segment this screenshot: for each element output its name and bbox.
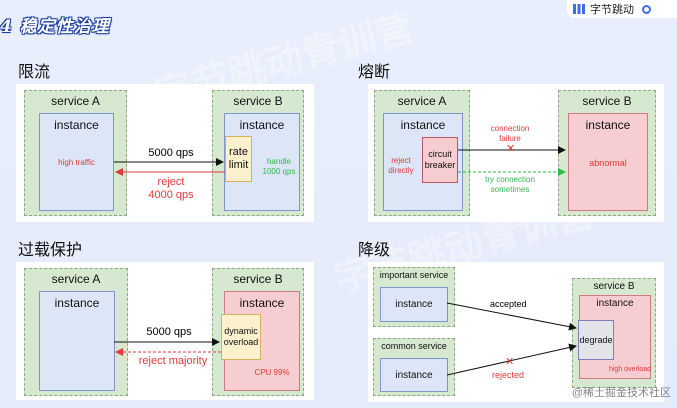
instance-label: instance: [395, 299, 433, 310]
instance-a-box: instance high traffic: [39, 113, 114, 211]
qps-label: 5000 qps: [148, 147, 194, 159]
service-b-label: service B: [233, 272, 283, 286]
overload-arrows: [114, 338, 221, 356]
brand-name: 字节跳动: [590, 4, 634, 16]
rejected-label: rejected: [492, 370, 525, 380]
rate-limit-box: rate limit: [225, 136, 252, 182]
service-a-box: service A instance high traffic: [24, 90, 127, 216]
instance-label: instance: [239, 118, 285, 132]
cpu-label: CPU 99%: [254, 368, 290, 377]
degrade-arrows: [446, 302, 577, 376]
service-b-label: service B: [233, 94, 283, 108]
instance-b-box: instance abnormal: [568, 113, 648, 211]
slide-heading: 4 稳定性治理: [0, 17, 110, 37]
important-service-label: important service: [379, 270, 449, 280]
bytedance-logo-icon: [573, 4, 585, 14]
reject-directly-label: reject directly: [388, 156, 414, 175]
instance-label: instance: [585, 118, 631, 132]
accepted-arrow: [446, 302, 577, 331]
high-traffic-label: high traffic: [58, 158, 95, 167]
partner-logo-icon: [642, 4, 651, 14]
common-service-box: common service instance: [373, 338, 455, 396]
instance-label: instance: [395, 369, 433, 381]
important-service-box: important service instance: [373, 267, 455, 327]
reject-label: reject 4000 qps: [148, 176, 194, 201]
service-b-label: service B: [593, 281, 635, 292]
handle-label: handle 1000 qps: [262, 157, 296, 176]
degrade-box: degrade: [578, 320, 614, 360]
panel-circuit-breaker: service A instance reject directly circu…: [368, 84, 664, 222]
qps-label: 5000 qps: [146, 326, 192, 338]
rejected-x-icon: ✕: [505, 356, 515, 368]
corner-watermark: @稀土掘金技术社区: [571, 387, 671, 399]
instance-label: instance: [400, 118, 446, 132]
failure-x-icon: ✕: [506, 143, 516, 155]
service-b-box: service B instance abnormal: [558, 90, 656, 216]
service-a-box: service A instance: [24, 268, 128, 396]
instance-a-box: instance: [39, 291, 115, 391]
instance-label: instance: [239, 296, 285, 310]
common-service-label: common service: [381, 341, 447, 351]
instance-important-box: instance: [380, 287, 448, 322]
service-a-label: service A: [397, 94, 447, 108]
brand-bar: 字节跳动: [567, 0, 677, 18]
circuit-breaker-box: circuit breaker: [422, 137, 458, 183]
instance-common-box: instance: [380, 358, 448, 392]
instance-label: instance: [596, 298, 634, 309]
panel-overload: service A instance service B instance CP…: [16, 262, 314, 400]
reject-majority-label: reject majority: [138, 355, 208, 367]
dynamic-overload-box: dynamic overload: [221, 314, 261, 360]
circuit-breaker-arrows: [458, 146, 566, 176]
instance-label: instance: [54, 118, 99, 132]
instance-label: instance: [54, 296, 100, 310]
section-title-circuit-breaker: 熔断: [358, 64, 391, 81]
abnormal-label: abnormal: [589, 158, 627, 168]
accepted-label: accepted: [490, 299, 527, 309]
service-a-label: service A: [51, 272, 101, 286]
service-a-label: service A: [51, 94, 100, 108]
try-connection-label: try connection sometimes: [485, 175, 535, 194]
connection-failure-label: connection failure: [490, 124, 530, 143]
panel-degrade: important service instance common servic…: [368, 262, 664, 402]
rejected-arrow: [446, 343, 577, 376]
section-title-rate-limit: 限流: [18, 64, 51, 81]
section-title-overload: 过载保护: [18, 242, 83, 259]
high-overload-label: high overload: [608, 366, 652, 373]
panel-rate-limit: service A instance high traffic service …: [16, 84, 314, 222]
rate-limit-arrows: [114, 158, 225, 176]
section-title-degrade: 降级: [358, 242, 391, 259]
service-b-label: service B: [582, 94, 632, 108]
